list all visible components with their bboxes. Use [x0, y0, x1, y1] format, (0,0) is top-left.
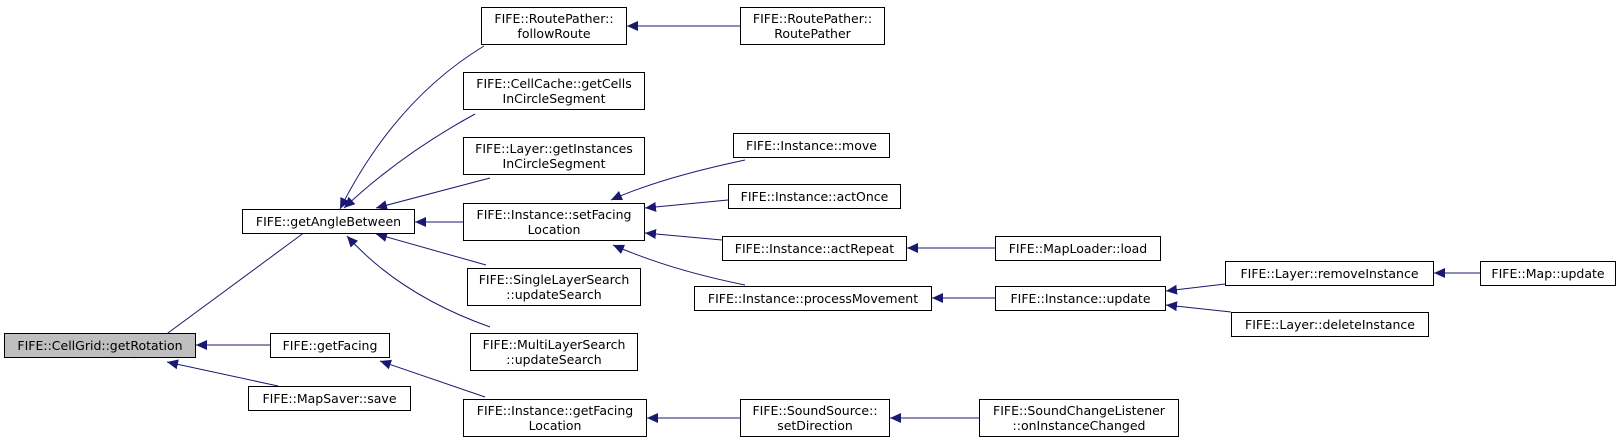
node-label-line: FIFE::CellGrid::getRotation: [17, 338, 183, 353]
node-singlelayersearch-updatesearch[interactable]: FIFE::SingleLayerSearch ::updateSearch: [467, 268, 641, 306]
edge-removeinstance-to-instance-update: [1165, 283, 1226, 295]
node-label-line: FIFE::CellCache::getCells: [476, 76, 632, 91]
node-label-line: ::onInstanceChanged: [1012, 418, 1146, 433]
node-label-line: FIFE::SoundSource::: [752, 403, 878, 418]
node-routepather-followroute[interactable]: FIFE::RoutePather:: followRoute: [481, 7, 627, 45]
node-label-line: FIFE::getAngleBetween: [255, 214, 402, 229]
edge-deleteinstance-to-instance-update: [1165, 301, 1232, 313]
node-label-line: FIFE::Instance::processMovement: [707, 291, 919, 306]
node-label-line: FIFE::Instance::move: [746, 138, 877, 153]
node-layer-removeinstance[interactable]: FIFE::Layer::removeInstance: [1225, 261, 1434, 286]
node-label-line: Location: [527, 222, 581, 237]
node-multilayersearch-updatesearch[interactable]: FIFE::MultiLayerSearch ::updateSearch: [470, 333, 638, 371]
edge-instance-move-to-setfacing: [610, 159, 746, 201]
node-getfacing[interactable]: FIFE::getFacing: [270, 333, 390, 358]
node-cellgrid-getrotation: FIFE::CellGrid::getRotation: [4, 333, 196, 358]
node-instance-move[interactable]: FIFE::Instance::move: [733, 133, 890, 158]
node-mapsaver-save[interactable]: FIFE::MapSaver::save: [248, 386, 411, 411]
node-getanglebetween[interactable]: FIFE::getAngleBetween: [242, 209, 415, 234]
node-soundsource-setdirection[interactable]: FIFE::SoundSource:: setDirection: [740, 399, 890, 437]
node-label-line: FIFE::Instance::getFacing: [476, 403, 634, 418]
node-soundchangelistener-oninstancechanged[interactable]: FIFE::SoundChangeListener ::onInstanceCh…: [979, 399, 1179, 437]
node-label-line: FIFE::Layer::removeInstance: [1240, 266, 1419, 281]
node-label-line: InCircleSegment: [502, 156, 606, 171]
node-instance-actrepeat[interactable]: FIFE::Instance::actRepeat: [722, 236, 907, 261]
node-instance-update[interactable]: FIFE::Instance::update: [995, 286, 1166, 311]
node-label-line: FIFE::RoutePather::: [752, 11, 873, 26]
node-label-line: FIFE::Instance::actRepeat: [734, 241, 895, 256]
node-label-line: followRoute: [517, 26, 591, 41]
node-label-line: FIFE::Layer::getInstances: [475, 141, 633, 156]
node-instance-getfacinglocation[interactable]: FIFE::Instance::getFacing Location: [463, 399, 647, 437]
node-instance-setfacinglocation[interactable]: FIFE::Instance::setFacing Location: [463, 203, 645, 241]
node-instance-actonce[interactable]: FIFE::Instance::actOnce: [728, 184, 901, 209]
node-label-line: setDirection: [777, 418, 853, 433]
node-label-line: FIFE::Instance::setFacing: [476, 207, 632, 222]
node-label-line: FIFE::MultiLayerSearch: [482, 337, 626, 352]
node-label-line: FIFE::getFacing: [282, 338, 378, 353]
node-label-line: ::updateSearch: [506, 287, 602, 302]
node-label-line: FIFE::Map::update: [1491, 266, 1605, 281]
node-map-update[interactable]: FIFE::Map::update: [1480, 261, 1616, 286]
node-instance-processmovement[interactable]: FIFE::Instance::processMovement: [694, 286, 932, 311]
node-label-line: FIFE::Instance::update: [1010, 291, 1151, 306]
edge-actrepeat-to-setfacing: [644, 229, 723, 241]
node-routepather-routepather[interactable]: FIFE::RoutePather:: RoutePather: [740, 7, 885, 45]
node-label-line: FIFE::SingleLayerSearch: [478, 272, 630, 287]
edge-actonce-to-setfacing: [644, 199, 729, 212]
node-cellcache-getcells[interactable]: FIFE::CellCache::getCells InCircleSegmen…: [463, 72, 645, 110]
node-label-line: FIFE::RoutePather::: [494, 11, 614, 26]
node-label-line: Location: [528, 418, 582, 433]
edge-cellcache-to-getanglebetween: [343, 113, 476, 209]
edge-mapsaver-save-to-cellgrid-getrotation: [166, 359, 279, 387]
node-label-line: ::updateSearch: [506, 352, 602, 367]
node-label-line: FIFE::MapLoader::load: [1008, 241, 1148, 256]
edge-processmovement-to-setfacing: [612, 244, 746, 286]
node-layer-getinstances[interactable]: FIFE::Layer::getInstances InCircleSegmen…: [463, 137, 645, 175]
node-label-line: FIFE::MapSaver::save: [262, 391, 397, 406]
edge-layer-getinstances-to-getanglebetween: [375, 177, 491, 211]
node-label-line: InCircleSegment: [502, 91, 606, 106]
edge-multilayersearch-to-getanglebetween: [346, 235, 491, 328]
edge-getfacinglocation-to-getfacing: [379, 359, 486, 398]
node-label-line: FIFE::SoundChangeListener: [993, 403, 1165, 418]
edge-followroute-to-getanglebetween: [339, 45, 485, 210]
node-label-line: FIFE::Layer::deleteInstance: [1245, 317, 1415, 332]
node-label-line: FIFE::Instance::actOnce: [740, 189, 889, 204]
node-layer-deleteinstance[interactable]: FIFE::Layer::deleteInstance: [1231, 312, 1429, 337]
node-label-line: RoutePather: [774, 26, 851, 41]
node-maploader-load[interactable]: FIFE::MapLoader::load: [995, 236, 1161, 261]
edge-singlelayersearch-to-getanglebetween: [375, 232, 487, 266]
